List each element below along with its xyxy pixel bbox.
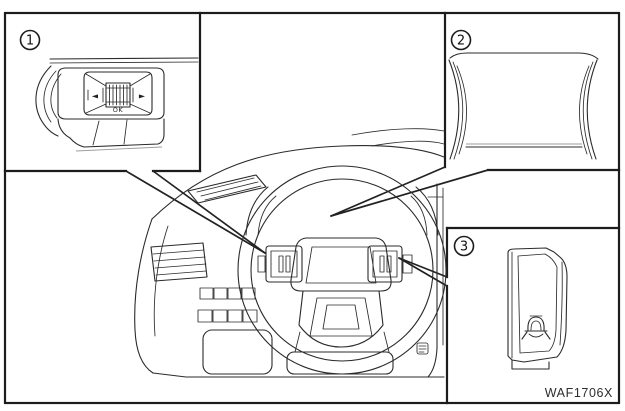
callout-1-badge: 1 [19, 29, 41, 51]
defroster-vent [187, 174, 267, 204]
wheel-rim-outer [237, 165, 447, 375]
callout-box-3-frame [445, 226, 621, 405]
steering-switch-detail-art: ◄ ► OK [35, 57, 199, 152]
switch-row-lower [197, 309, 258, 323]
left-air-vent [150, 242, 208, 282]
left-spoke-switch [257, 245, 303, 283]
callout-box-2-frame [443, 11, 621, 172]
storage-bin [202, 329, 273, 375]
callout-3-badge: 3 [453, 235, 475, 257]
instrument-cluster-detail-art [448, 52, 599, 160]
right-arrow-icon: ► [139, 92, 146, 101]
right-spoke-switch [367, 245, 413, 283]
parking-sensor-icon [521, 315, 551, 340]
callout-box-1-frame [3, 11, 202, 173]
ok-button-label: OK [113, 106, 124, 114]
switch-row-upper [199, 287, 256, 300]
callout-2-badge: 2 [450, 29, 472, 51]
callout-3-number: 3 [460, 240, 468, 255]
wheel-rim-inner [250, 178, 434, 362]
callout-3-circle [453, 235, 475, 257]
dashboard-art [134, 128, 445, 378]
leader-lines-box3 [398, 257, 448, 287]
callout-1-circle [19, 29, 41, 51]
steering-wheel-art [237, 165, 447, 375]
left-arrow-icon: ◄ [92, 92, 99, 101]
sensor-switch-panel-art [507, 247, 568, 370]
scroll-wheel-icon [102, 82, 134, 108]
figure-code: WAF1706X [545, 386, 613, 400]
outer-border [3, 11, 621, 405]
column-tray [286, 351, 394, 375]
scroll-pad: ◄ ► OK [83, 71, 153, 116]
callout-1-number: 1 [26, 34, 34, 49]
callout-2-number: 2 [457, 34, 465, 49]
callout-2-circle [450, 29, 472, 51]
start-button-icon [416, 342, 429, 355]
leader-lines-box1 [125, 170, 266, 254]
